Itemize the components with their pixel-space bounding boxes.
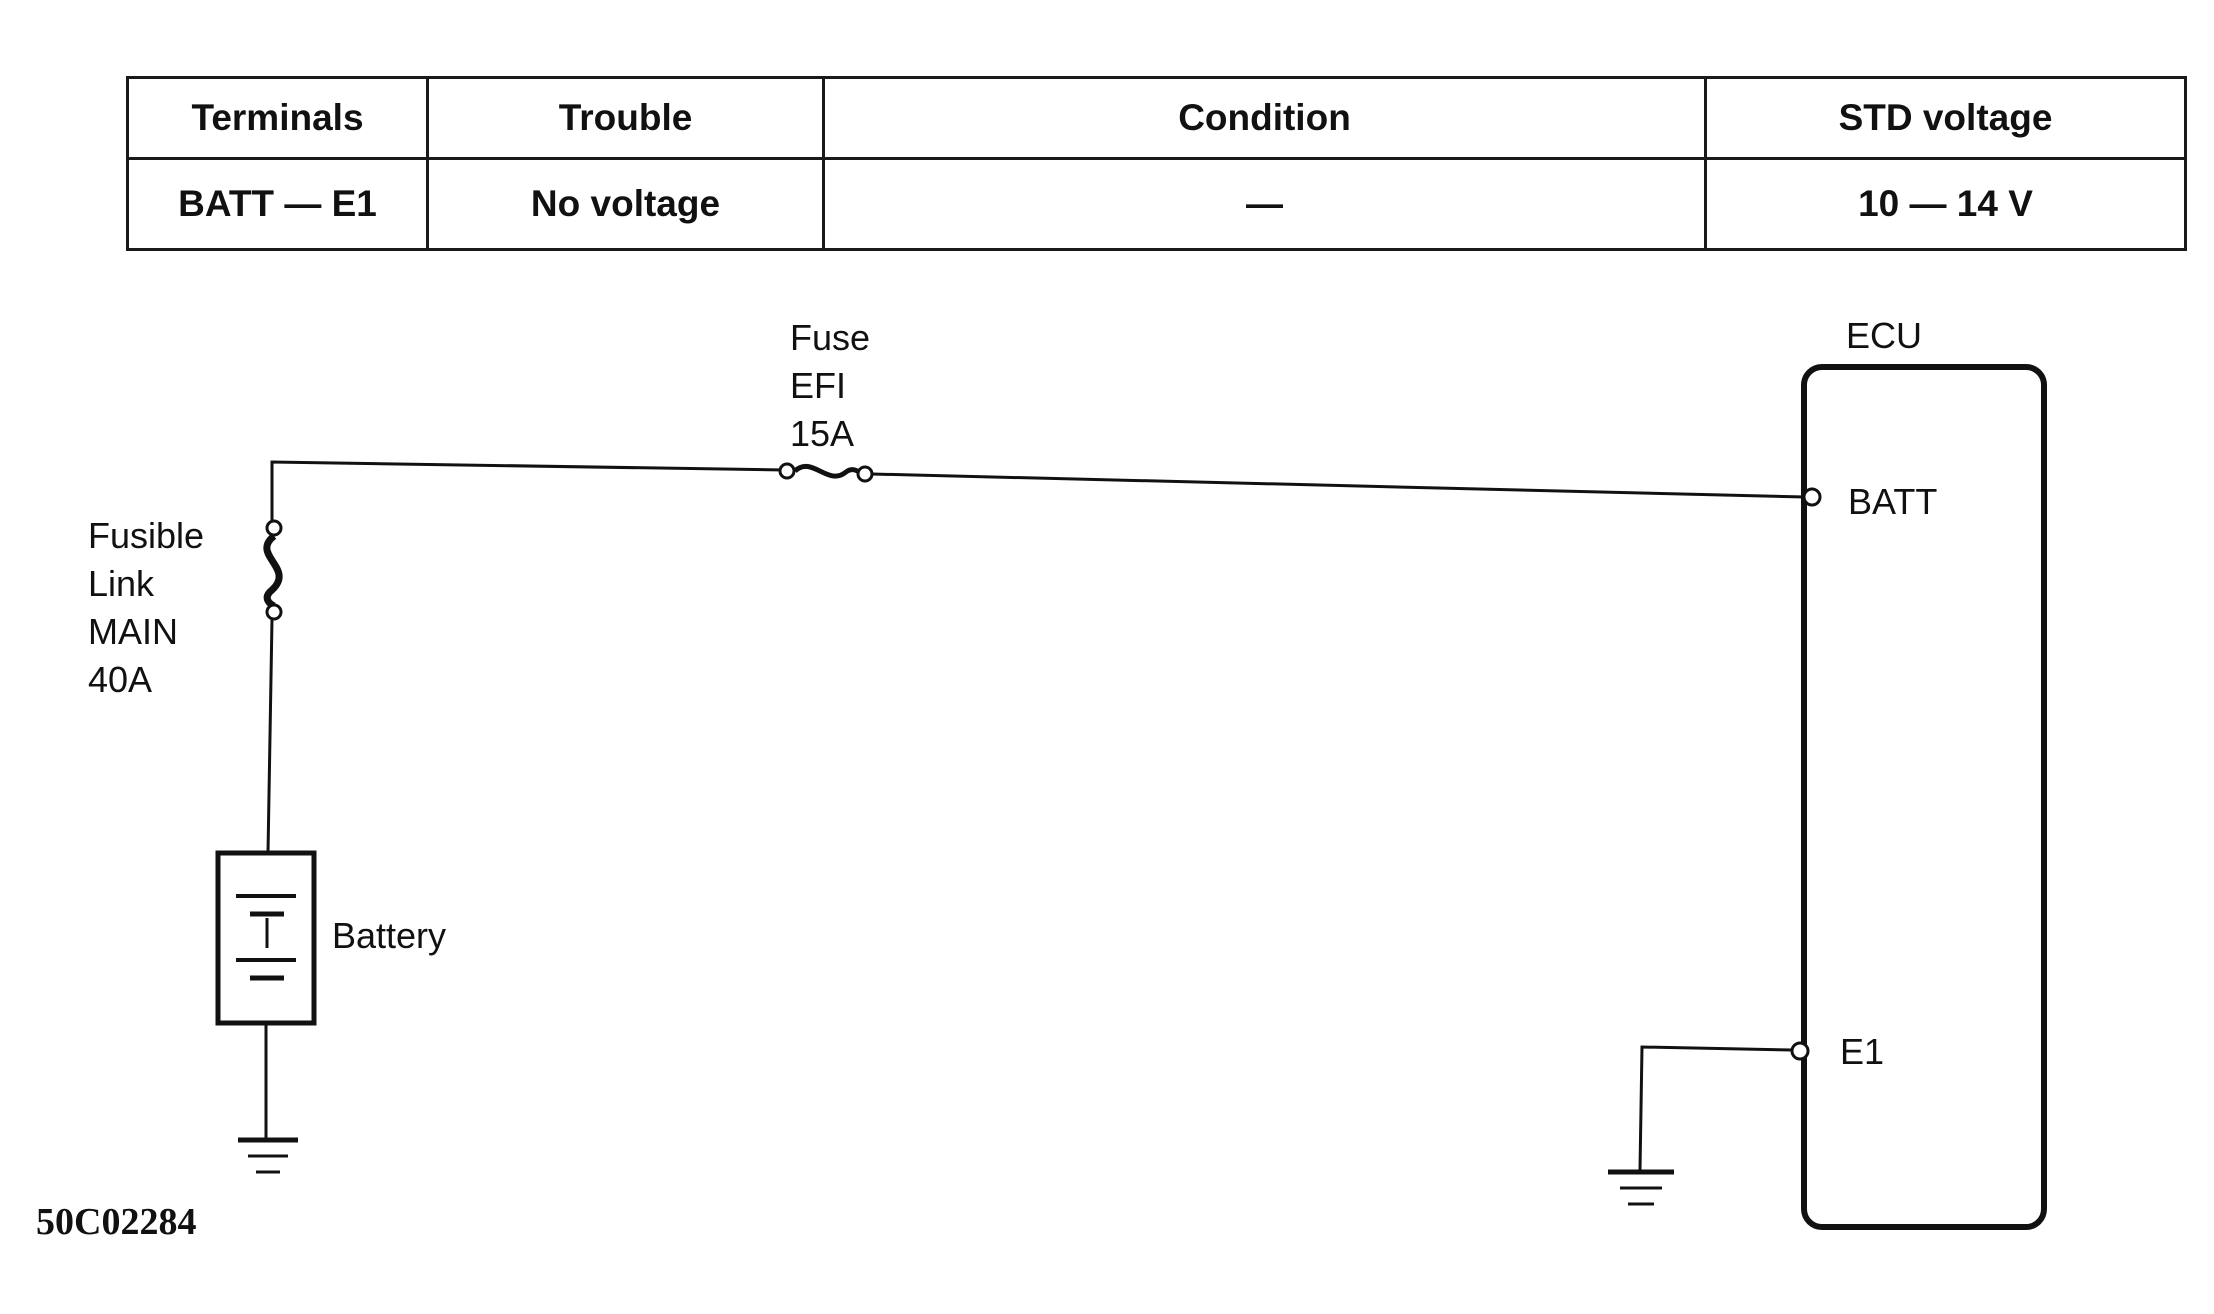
fuse-efi-terminal-left — [778, 462, 796, 480]
fusible-link-label-3: MAIN — [88, 611, 178, 652]
ground-symbol-battery — [238, 1137, 298, 1174]
fusible-link-label-4: 40A — [88, 659, 152, 700]
cell-condition: — — [822, 157, 1707, 251]
wire-fuse-to-batt — [871, 472, 1806, 499]
fusible-link-terminal-top — [265, 519, 283, 537]
fusible-link-label-2: Link — [88, 563, 155, 604]
cell-terminals: BATT — E1 — [126, 157, 429, 251]
table-header-row: Terminals Trouble Condition STD voltage — [126, 76, 2187, 160]
terminal-spec-table: Terminals Trouble Condition STD voltage … — [126, 76, 2187, 251]
fuse-efi-terminal-right — [856, 465, 874, 483]
ecu-pin-e1-label: E1 — [1840, 1031, 1884, 1072]
ecu-title: ECU — [1846, 315, 1922, 356]
fusible-link-terminal-bottom — [265, 603, 283, 621]
wire-main-to-fuse — [270, 460, 785, 525]
fuse-efi-icon — [793, 463, 862, 479]
header-trouble: Trouble — [426, 76, 825, 160]
header-std-voltage: STD voltage — [1704, 76, 2187, 160]
fuse-efi-label-1: Fuse — [790, 317, 870, 358]
table-row: BATT — E1 No voltage — 10 — 14 V — [126, 157, 2187, 251]
fusible-link-icon — [263, 533, 283, 610]
fusible-link-label-1: Fusible — [88, 515, 204, 556]
figure-id: 50C02284 — [36, 1201, 197, 1243]
ecu-pin-batt-label: BATT — [1848, 481, 1937, 522]
header-condition: Condition — [822, 76, 1707, 160]
ecu-pin-e1-terminal — [1790, 1041, 1810, 1061]
fuse-efi-label-2: EFI — [790, 365, 846, 406]
fuse-efi-label-3: 15A — [790, 413, 854, 454]
battery-label: Battery — [332, 915, 446, 956]
wire-link-to-battery — [266, 618, 274, 854]
ground-symbol-ecu — [1608, 1169, 1674, 1206]
cell-trouble: No voltage — [426, 157, 825, 251]
ecu-box — [1801, 364, 2047, 1230]
cell-std-voltage: 10 — 14 V — [1704, 157, 2187, 251]
wire-e1-to-ground — [1638, 1045, 1793, 1171]
ecu-pin-batt-terminal — [1802, 487, 1822, 507]
header-terminals: Terminals — [126, 76, 429, 160]
